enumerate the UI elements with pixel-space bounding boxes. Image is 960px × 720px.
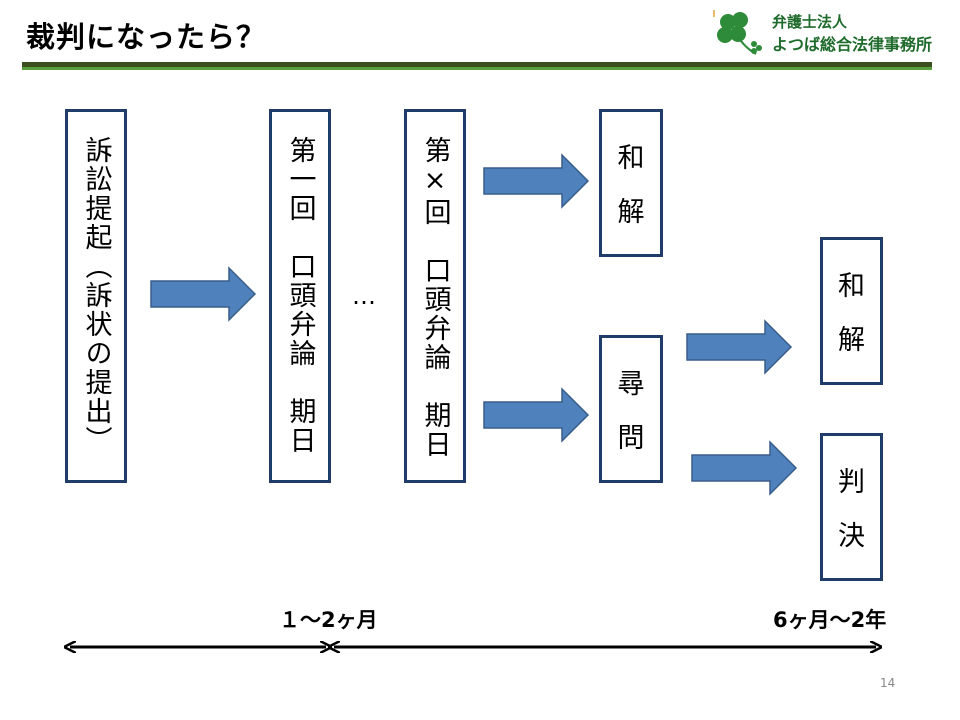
- page-title: 裁判になったら？: [26, 20, 267, 54]
- duration-second-label: 6ヶ月～2年: [773, 608, 887, 632]
- page-number: 14: [880, 676, 896, 690]
- firm-logo: 弁護士法人 よつば総合法律事務所: [712, 8, 952, 58]
- arrow-to-settlement-2: [686, 319, 793, 375]
- block-arrows: [150, 153, 798, 496]
- step-first-hearing-label: 第一回 口頭弁論 期日: [284, 136, 316, 455]
- step-nth-hearing-box: 第×回 口頭弁論 期日: [404, 109, 466, 483]
- title-divider: [22, 62, 932, 67]
- outcome-judgment-box: 判 決: [820, 433, 883, 581]
- step-filing-label: 訴訟提起（訴状の提出）: [80, 136, 112, 455]
- outcome-settlement-1-char: 解: [617, 197, 645, 228]
- outcome-settlement-2-char: 和: [838, 271, 865, 302]
- step-first-hearing-box: 第一回 口頭弁論 期日: [269, 109, 331, 483]
- outcome-examination-char: 問: [617, 423, 645, 454]
- outcome-judgment-char: 決: [838, 521, 865, 552]
- outcome-settlement-2-box: 和 解: [820, 237, 883, 385]
- step-filing-box: 訴訟提起（訴状の提出）: [65, 109, 127, 483]
- arrow-to-settlement-1: [483, 153, 590, 209]
- arrow-to-examination: [483, 387, 590, 443]
- logo-firm-type: 弁護士法人: [772, 13, 848, 31]
- arrow-to-judgment: [691, 440, 798, 496]
- arrow-filing-to-first: [150, 266, 257, 322]
- outcome-settlement-1-box: 和 解: [599, 109, 663, 257]
- outcome-judgment-char: 判: [838, 467, 865, 498]
- logo-firm-name: よつば総合法律事務所: [772, 35, 933, 54]
- outcome-settlement-2-char: 解: [838, 325, 865, 356]
- outcome-examination-box: 尋 問: [599, 335, 663, 483]
- ellipsis: …: [352, 282, 378, 310]
- outcome-settlement-1-char: 和: [617, 143, 645, 174]
- clover-icon: [713, 10, 762, 55]
- duration-first-label: １～2ヶ月: [279, 608, 378, 632]
- step-nth-hearing-label: 第×回 口頭弁論 期日: [419, 136, 451, 459]
- outcome-examination-char: 尋: [617, 369, 645, 400]
- title-divider-accent: [22, 67, 932, 70]
